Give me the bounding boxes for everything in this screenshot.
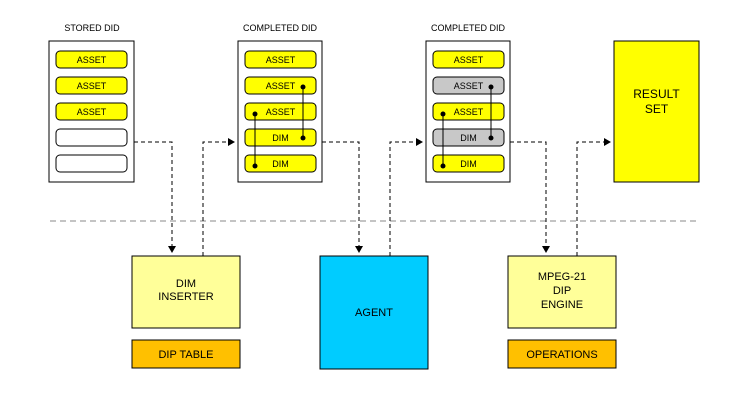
agent-label: AGENT [355, 307, 393, 319]
completed-did-2-dim-1: DIM [432, 128, 505, 147]
svg-text:ASSET: ASSET [266, 55, 296, 65]
arrow-completed-to-agent [322, 141, 363, 253]
svg-text:ASSET: ASSET [454, 81, 484, 91]
operations-box [507, 339, 617, 369]
completed-did-1-dim-2: DIM [244, 154, 317, 173]
arrow-completed-to-engine [510, 141, 550, 253]
completed-did-2-asset-3: ASSET [432, 102, 505, 121]
completed-did-2-asset-1: ASSET [432, 50, 505, 69]
dip-table-label: DIP TABLE [158, 349, 213, 361]
arrow-stored-to-inserter [134, 141, 176, 253]
svg-text:ASSET: ASSET [454, 107, 484, 117]
agent-box [319, 255, 429, 370]
completed-did-2-asset-2: ASSET [432, 76, 505, 95]
stored-did-asset-2: ASSET [55, 76, 128, 95]
svg-text:ASSET: ASSET [77, 107, 107, 117]
dim-inserter-label-2: INSERTER [158, 291, 213, 303]
completed-did-1-asset-1: ASSET [244, 50, 317, 69]
result-set-label-2: SET [645, 102, 669, 116]
dip-engine-label-1: MPEG-21 [538, 271, 586, 283]
stored-did-asset-1: ASSET [55, 50, 128, 69]
stored-did-title: STORED DID [64, 23, 120, 33]
completed-did-2-dim-2: DIM [432, 154, 505, 173]
completed-did-title-1: COMPLETED DID [243, 23, 318, 33]
svg-text:ASSET: ASSET [266, 107, 296, 117]
completed-did-1-dim-1: DIM [244, 128, 317, 147]
dim-inserter-label-1: DIM [176, 278, 196, 290]
operations-label: OPERATIONS [526, 349, 597, 361]
arrow-inserter-to-completed [202, 138, 235, 256]
dip-table-box [131, 339, 241, 369]
completed-did-2-link-asset-dim [488, 84, 494, 141]
completed-did-1-asset-3: ASSET [244, 102, 317, 121]
result-set-box [613, 40, 700, 183]
arrow-agent-to-completed [389, 138, 423, 256]
svg-text:DIM: DIM [460, 159, 477, 169]
svg-text:DIM: DIM [272, 133, 289, 143]
completed-did-1-link-asset-dim [300, 84, 306, 141]
stored-did-asset-3: ASSET [55, 102, 128, 121]
completed-did-1-asset-2: ASSET [244, 76, 317, 95]
stored-did-empty-slot-2 [55, 154, 128, 173]
svg-text:ASSET: ASSET [266, 81, 296, 91]
completed-did-title-2: COMPLETED DID [431, 23, 506, 33]
svg-text:ASSET: ASSET [454, 55, 484, 65]
stored-did-empty-slot-1 [55, 128, 128, 147]
svg-text:ASSET: ASSET [77, 81, 107, 91]
arrow-engine-to-result [576, 138, 611, 256]
completed-did-1-link-asset-dim-2 [252, 111, 258, 169]
svg-text:DIM: DIM [272, 159, 289, 169]
svg-text:DIM: DIM [460, 133, 477, 143]
svg-text:ASSET: ASSET [77, 55, 107, 65]
dip-engine-label-3: ENGINE [541, 299, 583, 311]
dim-inserter-box [131, 255, 241, 329]
dip-engine-box [507, 255, 617, 329]
completed-did-2-link-asset-dim-2 [440, 111, 446, 169]
dip-engine-label-2: DIP [553, 285, 571, 297]
result-set-label-1: RESULT [633, 87, 680, 101]
